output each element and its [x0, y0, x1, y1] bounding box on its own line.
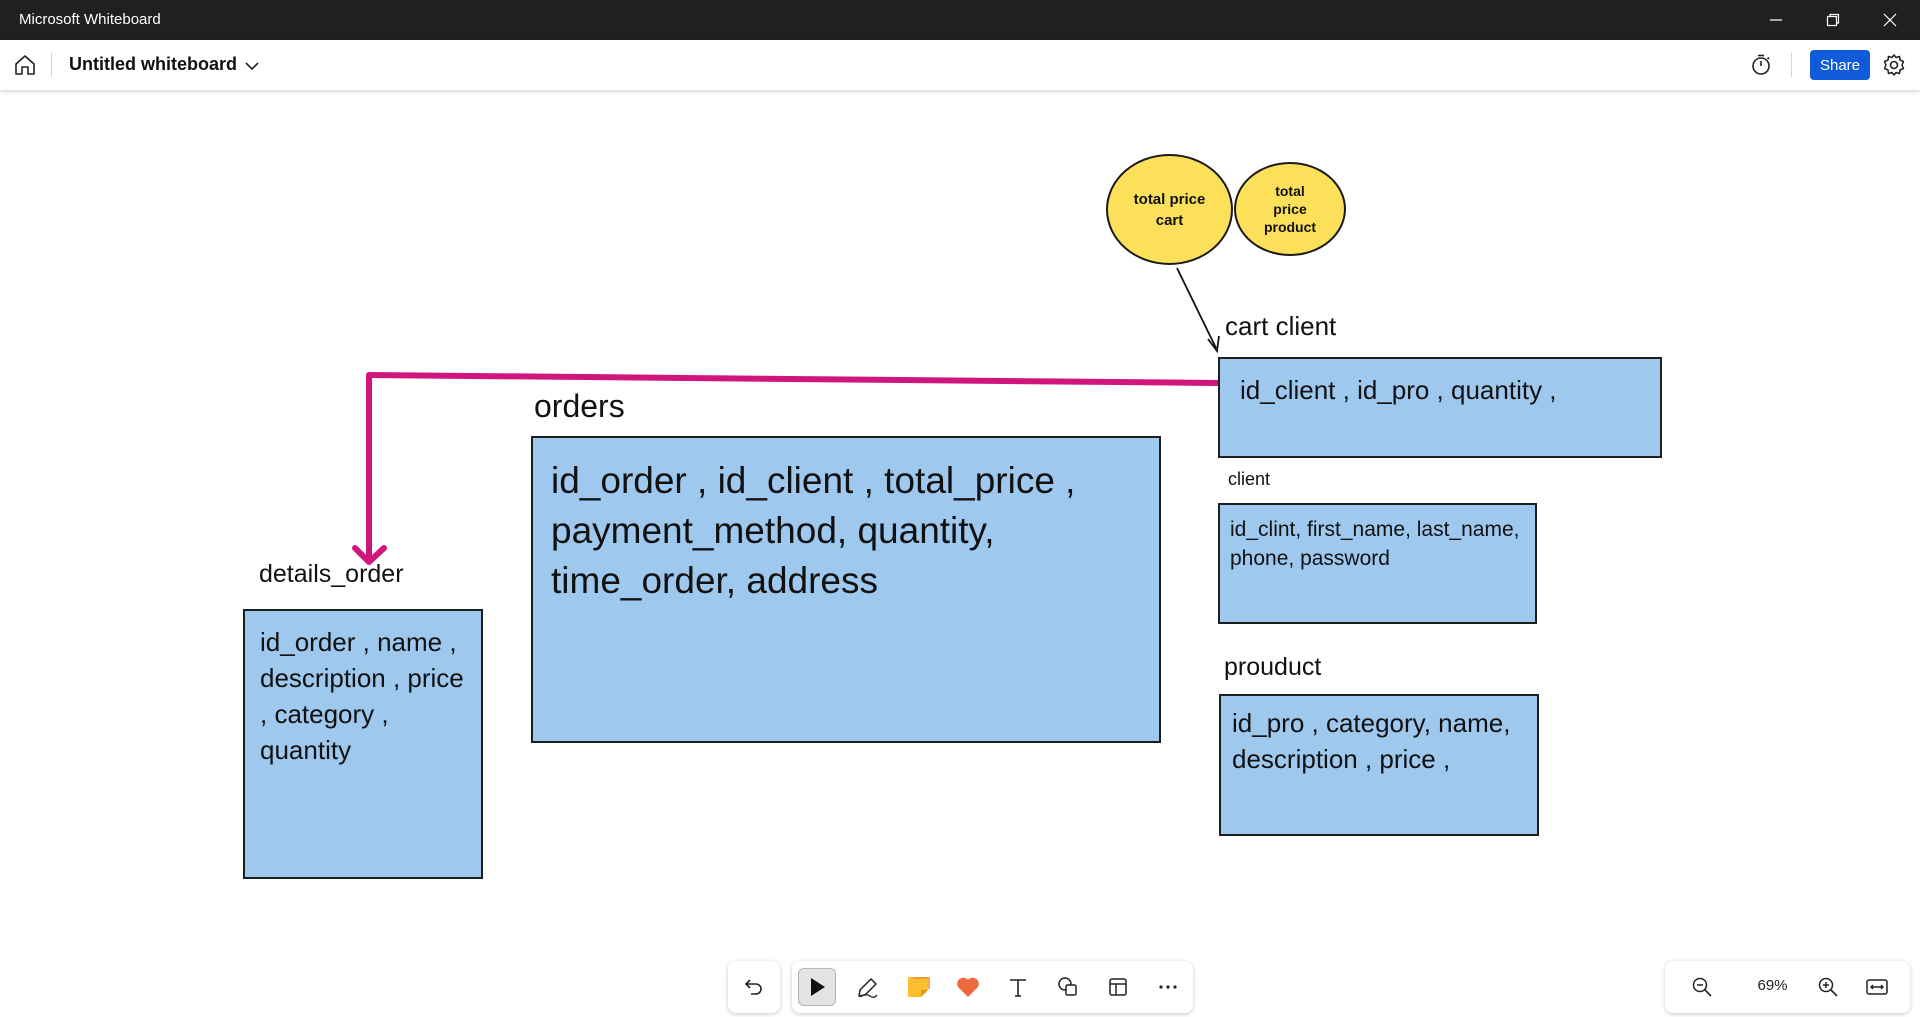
- close-icon: [1883, 13, 1897, 27]
- board-menu-button[interactable]: [243, 57, 261, 75]
- fit-to-screen-icon: [1866, 979, 1888, 995]
- text-icon: [1010, 979, 1026, 997]
- pen-tool-button[interactable]: [849, 968, 887, 1006]
- prouduct-box[interactable]: id_pro , category, name, description , p…: [1219, 694, 1539, 836]
- shapes-tool-button[interactable]: [1049, 968, 1087, 1006]
- templates-button[interactable]: [1099, 968, 1137, 1006]
- text-tool-button[interactable]: [999, 968, 1037, 1006]
- pen-icon: [858, 978, 878, 998]
- undo-panel: [728, 961, 780, 1013]
- chevron-down-icon: [245, 62, 259, 71]
- board-title[interactable]: Untitled whiteboard: [69, 54, 237, 74]
- gear-icon: [1883, 54, 1905, 76]
- more-tools-button[interactable]: [1149, 968, 1187, 1006]
- home-button[interactable]: [12, 52, 38, 78]
- select-icon: [811, 978, 825, 996]
- details-order-box[interactable]: id_order , name , description , price , …: [243, 609, 483, 879]
- zoom-out-icon: [1692, 977, 1712, 997]
- sticky-note-button[interactable]: [899, 968, 937, 1006]
- reactions-button[interactable]: [949, 968, 987, 1006]
- window-title-bar: Microsoft Whiteboard: [0, 0, 1920, 40]
- cart-client-label[interactable]: cart client: [1225, 311, 1337, 341]
- home-icon: [15, 55, 35, 75]
- minimize-button[interactable]: [1748, 0, 1804, 40]
- zoom-level[interactable]: 69%: [1757, 977, 1788, 994]
- cart-client-box[interactable]: id_client , id_pro , quantity ,: [1218, 357, 1662, 458]
- app-title: Microsoft Whiteboard: [19, 11, 161, 28]
- restore-icon: [1826, 13, 1840, 27]
- sticky-note-icon: [908, 977, 930, 997]
- orders-label[interactable]: orders: [534, 388, 625, 424]
- bubble-to-cart-arrow[interactable]: [1176, 267, 1220, 354]
- prouduct-label[interactable]: prouduct: [1224, 653, 1322, 681]
- undo-button[interactable]: [735, 968, 773, 1006]
- cart-to-details-connector[interactable]: [352, 372, 1221, 565]
- tools-panel: [792, 961, 1193, 1013]
- client-box[interactable]: id_clint, first_name, last_name, phone, …: [1218, 503, 1537, 624]
- cart-client-fields: id_client , id_pro , quantity ,: [1240, 375, 1557, 405]
- whiteboard-canvas[interactable]: total price cart total price product car…: [0, 90, 1920, 1017]
- reaction-heart-icon: [957, 977, 979, 997]
- fit-to-screen-button[interactable]: [1863, 973, 1891, 1001]
- minimize-icon: [1770, 19, 1782, 21]
- timer-icon: [1752, 54, 1770, 75]
- shapes-icon: [1058, 977, 1077, 996]
- client-label[interactable]: client: [1228, 469, 1271, 489]
- prouduct-fields: id_pro , category, name, description , p…: [1232, 708, 1511, 774]
- close-button[interactable]: [1862, 0, 1918, 40]
- restore-button[interactable]: [1805, 0, 1861, 40]
- header-divider: [1791, 53, 1792, 77]
- select-tool-button[interactable]: [798, 968, 836, 1006]
- more-icon: [1159, 985, 1177, 989]
- app-header: Untitled whiteboard Share: [0, 40, 1920, 90]
- undo-icon: [744, 979, 762, 995]
- header-divider: [51, 53, 52, 77]
- details-order-fields: id_order , name , description , price , …: [260, 627, 464, 765]
- client-fields: id_clint, first_name, last_name, phone, …: [1230, 518, 1520, 570]
- total-price-cart-bubble[interactable]: total price cart: [1106, 154, 1233, 265]
- timer-button[interactable]: [1748, 52, 1774, 78]
- orders-box[interactable]: id_order , id_client , total_price , pay…: [531, 436, 1161, 743]
- zoom-in-icon: [1818, 977, 1838, 997]
- orders-fields: id_order , id_client , total_price , pay…: [551, 460, 1076, 601]
- zoom-controls: 69%: [1665, 961, 1910, 1013]
- connectors-layer: [352, 267, 1221, 565]
- bottom-toolbar: [728, 961, 1193, 1013]
- template-icon: [1109, 978, 1127, 996]
- settings-button[interactable]: [1881, 52, 1907, 78]
- details-order-label[interactable]: details_order: [259, 560, 404, 588]
- zoom-out-button[interactable]: [1688, 973, 1716, 1001]
- total-price-product-bubble[interactable]: total price product: [1234, 162, 1346, 256]
- share-button[interactable]: Share: [1810, 50, 1870, 80]
- zoom-in-button[interactable]: [1814, 973, 1842, 1001]
